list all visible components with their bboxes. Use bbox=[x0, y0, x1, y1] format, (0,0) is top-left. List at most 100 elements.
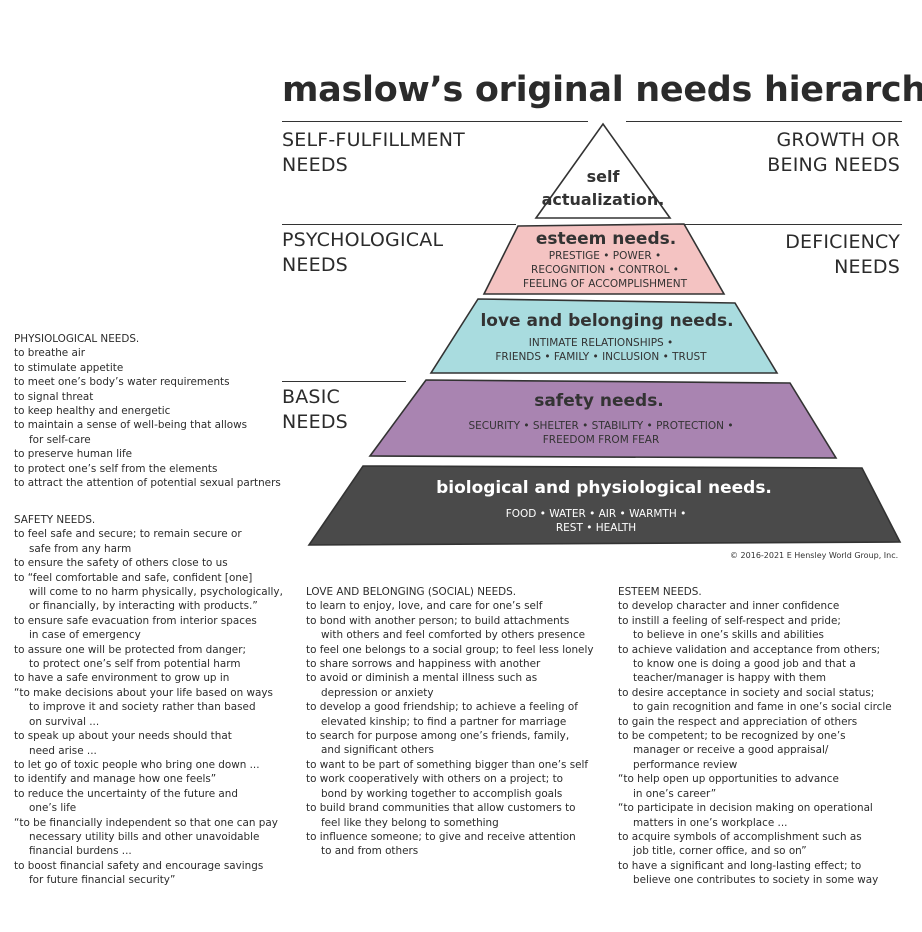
list-line: and significant others bbox=[321, 744, 434, 757]
list-heading: PHYSIOLOGICAL NEEDS. bbox=[14, 333, 140, 345]
tier-1-item-line: RECOGNITION • CONTROL • bbox=[531, 264, 679, 276]
category-self-fulfillment: SELF-FULFILLMENT NEEDS bbox=[282, 129, 465, 176]
list-safety: SAFETY NEEDS. to feel safe and secure; to… bbox=[14, 513, 283, 888]
tier-0-title-line: actualization. bbox=[542, 190, 665, 209]
list-heading: SAFETY NEEDS. bbox=[14, 514, 96, 526]
list-line: in case of emergency bbox=[29, 629, 141, 642]
list-heading: ESTEEM NEEDS. bbox=[618, 586, 702, 598]
page-title: maslow’s original needs hierarchy. bbox=[282, 70, 922, 110]
list-line: for self-care bbox=[29, 433, 91, 446]
tier-1-item-line: PRESTIGE • POWER • bbox=[549, 250, 662, 262]
list-line: to share sorrows and happiness with anot… bbox=[306, 658, 541, 671]
list-line: to protect one’s self from potential har… bbox=[29, 658, 241, 671]
list-line: to reduce the uncertainty of the future … bbox=[14, 787, 238, 800]
list-line: to develop character and inner confidenc… bbox=[618, 600, 840, 613]
list-line: on survival ... bbox=[29, 715, 100, 728]
tier-0-title-line: self bbox=[587, 167, 621, 186]
list-line: to feel safe and secure; to remain secur… bbox=[14, 528, 242, 541]
list-line: to speak up about your needs should that bbox=[14, 730, 232, 743]
list-line: safe from any harm bbox=[29, 542, 132, 555]
tier-1-title: esteem needs. bbox=[536, 229, 676, 249]
list-line: will come to no harm physically, psychol… bbox=[29, 586, 283, 599]
list-line: teacher/manager is happy with them bbox=[633, 672, 827, 685]
list-line: to build brand communities that allow cu… bbox=[306, 802, 576, 815]
list-line: to feel one belongs to a social group; t… bbox=[306, 643, 594, 656]
list-line: believe one contributes to society in so… bbox=[633, 874, 879, 887]
category-growth: GROWTH OR BEING NEEDS bbox=[767, 129, 900, 176]
list-line: to identify and manage how one feels” bbox=[14, 773, 217, 786]
divider-mid-right bbox=[684, 224, 902, 225]
list-line: to desire acceptance in society and soci… bbox=[618, 686, 875, 699]
tier-2-title: love and belonging needs. bbox=[480, 311, 733, 331]
list-line: to boost financial safety and encourage … bbox=[14, 859, 264, 872]
list-line: or financially, by interacting with prod… bbox=[29, 600, 258, 613]
list-esteem: ESTEEM NEEDS. to develop character and in… bbox=[618, 585, 892, 888]
needs-pyramid: self actualization. esteem needs. PRESTI… bbox=[307, 122, 902, 546]
list-line: to ensure the safety of others close to … bbox=[14, 557, 228, 570]
copyright-notice: © 2016-2021 E Hensley World Group, Inc. bbox=[730, 551, 899, 560]
list-line: “to make decisions about your life based… bbox=[14, 686, 273, 699]
list-line: to achieve validation and acceptance fro… bbox=[618, 643, 881, 656]
tier-2-item-line: INTIMATE RELATIONSHIPS • bbox=[529, 337, 673, 349]
list-line: “to help open up opportunities to advanc… bbox=[618, 773, 839, 786]
tier-4-title: biological and physiological needs. bbox=[436, 478, 772, 498]
list-line: to learn to enjoy, love, and care for on… bbox=[306, 600, 543, 613]
divider-basic bbox=[282, 381, 406, 382]
tier-shape-esteem bbox=[482, 223, 726, 295]
list-line: to gain recognition and fame in one’s so… bbox=[633, 701, 892, 714]
tier-3-title: safety needs. bbox=[534, 391, 664, 411]
list-line: to protect one’s self from the elements bbox=[14, 462, 218, 475]
list-line: to know one is doing a good job and that… bbox=[633, 658, 856, 671]
list-heading: LOVE AND BELONGING (SOCIAL) NEEDS. bbox=[306, 586, 517, 598]
list-line: to believe in one’s skills and abilities bbox=[633, 629, 824, 642]
list-love-belonging: LOVE AND BELONGING (SOCIAL) NEEDS. to lea… bbox=[306, 585, 593, 859]
tier-shape-biological bbox=[307, 465, 902, 546]
list-line: to instill a feeling of self-respect and… bbox=[618, 614, 841, 627]
list-line: to improve it and society rather than ba… bbox=[29, 701, 256, 714]
list-line: to ensure safe evacuation from interior … bbox=[14, 614, 257, 627]
list-line: to gain the respect and appreciation of … bbox=[618, 715, 858, 728]
list-line: to attract the attention of potential se… bbox=[14, 477, 281, 490]
list-line: feel like they belong to something bbox=[321, 816, 499, 829]
list-line: to “feel comfortable and safe, confident… bbox=[14, 571, 253, 584]
divider-top-right bbox=[626, 121, 902, 122]
list-line: to want to be part of something bigger t… bbox=[306, 758, 589, 771]
category-deficiency: DEFICIENCY NEEDS bbox=[785, 231, 900, 278]
divider-mid-left bbox=[282, 224, 516, 225]
list-line: “to participate in decision making on op… bbox=[618, 802, 873, 815]
tier-1-item-line: FEELING OF ACCOMPLISHMENT bbox=[523, 278, 688, 290]
list-line: bond by working together to accomplish g… bbox=[321, 787, 563, 800]
divider-top-left bbox=[282, 121, 588, 122]
category-psychological: PSYCHOLOGICAL NEEDS bbox=[282, 229, 444, 276]
list-line: to avoid or diminish a mental illness su… bbox=[306, 672, 538, 685]
list-line: to acquire symbols of accomplishment suc… bbox=[618, 830, 862, 843]
tier-3-item-line: FREEDOM FROM FEAR bbox=[543, 434, 660, 446]
tier-shape-self-actualization bbox=[534, 122, 672, 219]
list-line: performance review bbox=[633, 758, 738, 771]
list-line: to have a significant and long-lasting e… bbox=[618, 859, 862, 872]
list-line: to develop a good friendship; to achieve… bbox=[306, 701, 578, 714]
list-line: depression or anxiety bbox=[321, 686, 434, 699]
list-line: financial burdens ... bbox=[29, 845, 132, 858]
list-line: with others and feel comforted by others… bbox=[321, 629, 586, 642]
list-line: elevated kinship; to find a partner for … bbox=[321, 715, 567, 728]
tier-4-item-line: FOOD • WATER • AIR • WARMTH • bbox=[506, 508, 687, 520]
list-line: need arise ... bbox=[29, 744, 97, 757]
list-line: job title, corner office, and so on” bbox=[633, 845, 807, 858]
list-line: to and from others bbox=[321, 845, 419, 858]
list-line: in one’s career” bbox=[633, 787, 717, 800]
list-line: matters in one’s workplace ... bbox=[633, 816, 788, 829]
list-line: to influence someone; to give and receiv… bbox=[306, 830, 576, 843]
list-line: to signal threat bbox=[14, 390, 94, 403]
list-line: necessary utility bills and other unavoi… bbox=[29, 830, 260, 843]
list-line: to stimulate appetite bbox=[14, 361, 124, 374]
tier-4-item-line: REST • HEALTH bbox=[556, 522, 636, 534]
list-line: to be competent; to be recognized by one… bbox=[618, 730, 846, 743]
list-line: “to be financially independent so that o… bbox=[14, 816, 278, 829]
list-line: to have a safe environment to grow up in bbox=[14, 672, 230, 685]
list-line: to keep healthy and energetic bbox=[14, 405, 171, 418]
list-line: to maintain a sense of well-being that a… bbox=[14, 419, 247, 432]
list-line: manager or receive a good appraisal/ bbox=[633, 744, 829, 757]
list-line: for future financial security” bbox=[29, 874, 176, 887]
